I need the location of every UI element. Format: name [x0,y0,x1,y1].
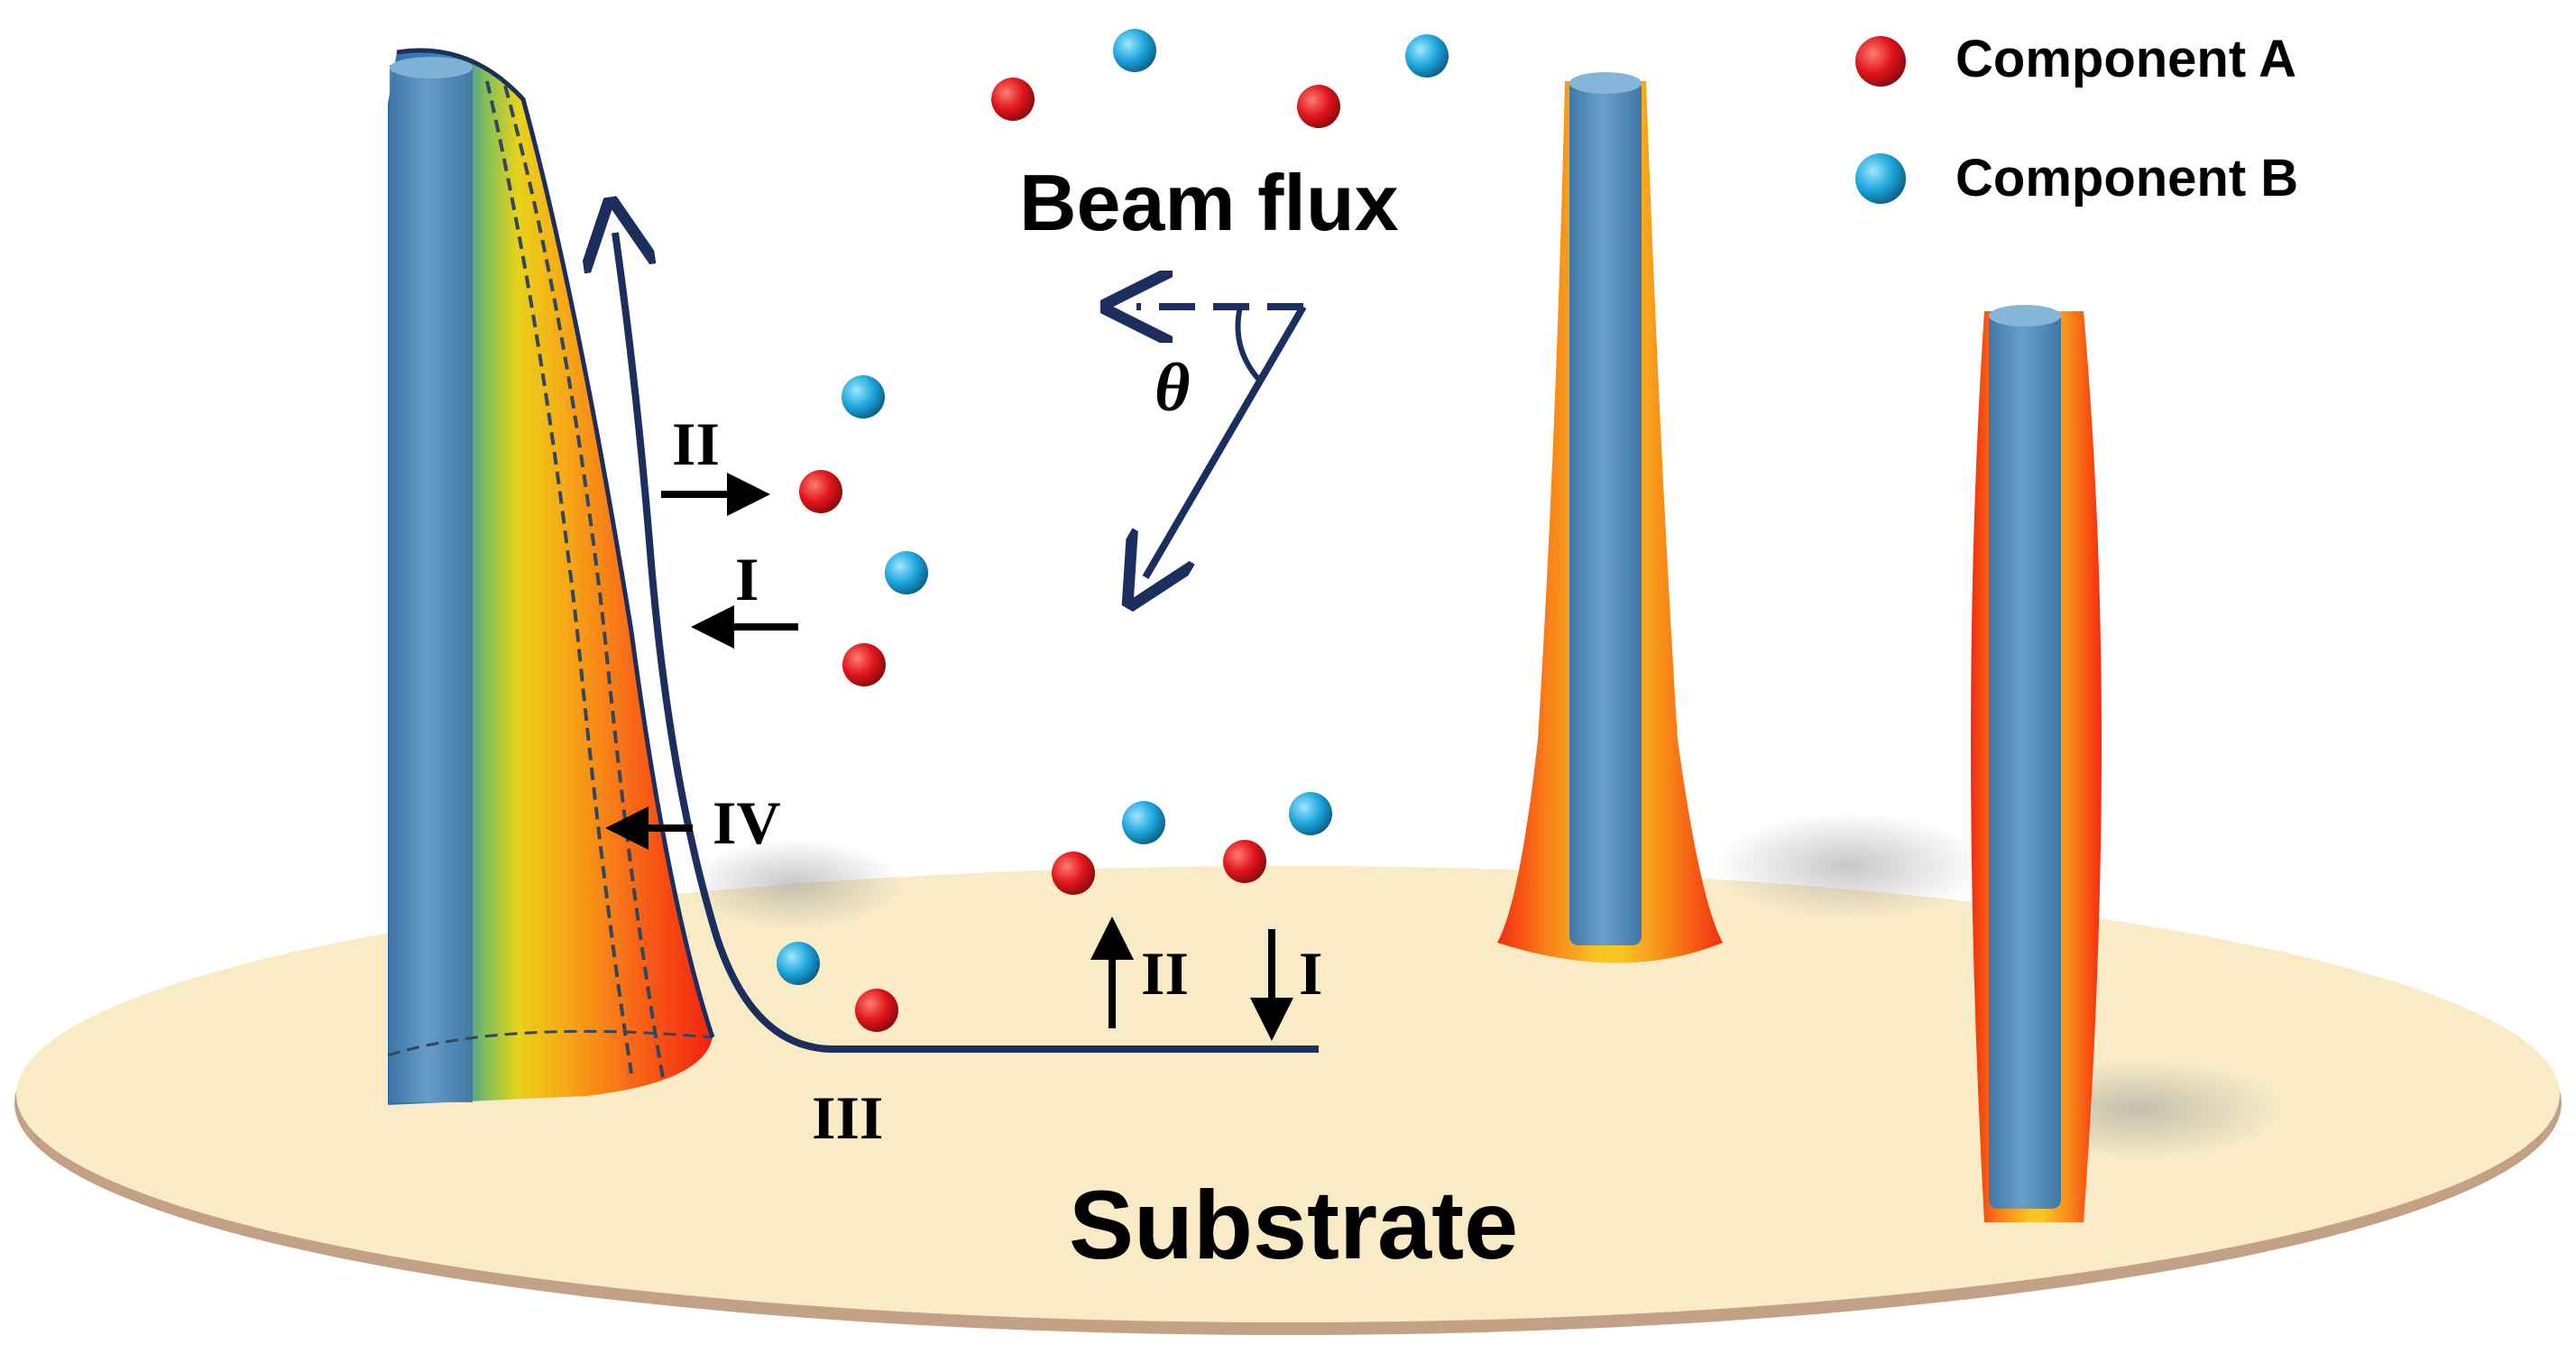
substrate-label: Substrate [1069,1170,1518,1279]
component-a-atom [1297,85,1340,128]
component-b-atom [1289,792,1332,835]
beam-flux-label: Beam flux [1019,158,1399,247]
step-i-label-bottom: I [1299,939,1322,1008]
process-arrows [605,473,1293,1041]
component-b-atom [885,551,928,594]
component-b-atom [1113,29,1156,72]
step-iv-label: IV [713,788,781,857]
component-b-atom [1122,801,1165,844]
component-b-atom [842,375,885,419]
step-ii-label-bottom: II [1141,939,1189,1008]
component-a-atom [855,989,898,1032]
component-a-atom [1223,840,1266,883]
component-b-atoms [777,29,1449,985]
component-a-atom [991,78,1035,121]
step-iii-label: III [812,1083,883,1152]
legend-marker-component-a [1855,36,1906,87]
component-b-atom [777,942,820,985]
legend-label-component-a: Component A [1955,30,2296,88]
nanowire-shadow [685,839,902,929]
legend: Component A Component B [1855,30,2298,207]
nanowire-shadow [1714,812,1984,920]
component-b-atom [1405,34,1449,78]
diffusion-path-arrow [615,233,1319,1053]
spindle-nanowire-right [1971,305,2102,1222]
step-i-label-top: I [735,545,759,613]
step-ii-label-top: II [672,410,720,478]
tapered-nanowire-left [387,48,715,1105]
component-a-atom [1052,852,1095,895]
component-a-atom [799,470,842,513]
component-a-atom [842,643,886,686]
component-a-atoms [799,78,1340,1032]
tapered-nanowire-middle [1497,72,1723,963]
legend-label-component-b: Component B [1955,149,2298,207]
beam-angle-indicator [1136,307,1307,577]
theta-label: θ [1155,350,1190,426]
legend-marker-component-b [1855,153,1906,204]
